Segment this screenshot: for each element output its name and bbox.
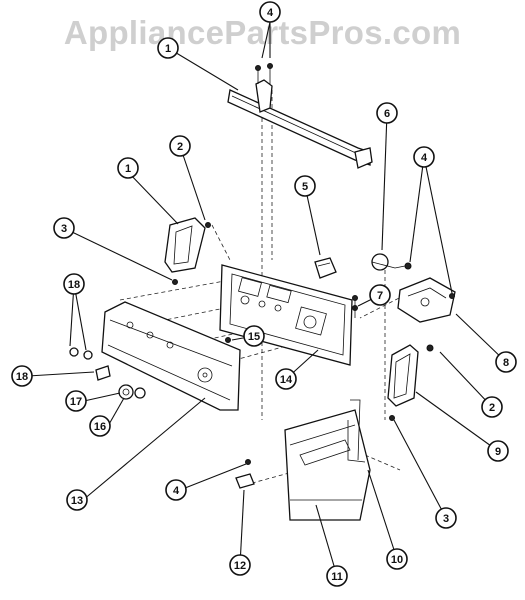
callout-15: 15	[243, 325, 265, 347]
callout-badges: 4 1 2 3 6 5 4 1 18 18 15 7 8 14 2 17 16 …	[11, 1, 517, 587]
bracket	[235, 459, 255, 489]
callout-label: 12	[234, 560, 246, 572]
callout-label: 18	[16, 371, 28, 383]
callout-4-bottom: 4	[165, 479, 187, 501]
front-console-panel	[101, 301, 241, 411]
callout-label: 13	[71, 495, 83, 507]
callout-label: 15	[248, 331, 260, 343]
callout-label: 4	[173, 485, 180, 497]
callout-label: 18	[68, 279, 80, 291]
callout-14: 14	[275, 368, 297, 390]
callout-label: 7	[377, 290, 383, 302]
callout-10: 10	[386, 548, 408, 570]
callout-18-lower: 18	[11, 365, 33, 387]
right-end-cap	[387, 344, 434, 421]
callout-11: 11	[326, 565, 348, 587]
callout-3-bottom: 3	[435, 507, 457, 529]
callout-3-left: 3	[53, 217, 75, 239]
callout-label: 4	[267, 7, 274, 19]
callout-label: 11	[331, 571, 343, 583]
callout-label: 5	[302, 181, 308, 193]
callout-label: 3	[443, 513, 449, 525]
callout-label: 16	[94, 421, 106, 433]
callout-13: 13	[66, 489, 88, 511]
callout-16: 16	[89, 415, 111, 437]
left-end-cap	[164, 217, 211, 285]
callout-label: 17	[70, 396, 82, 408]
callout-2-right: 2	[481, 396, 503, 418]
top-console-cover	[227, 63, 373, 169]
callout-4-top: 4	[259, 1, 281, 23]
callout-18-upper: 18	[63, 273, 85, 295]
callout-4-right: 4	[413, 146, 435, 168]
cabinet-top	[284, 399, 371, 521]
callout-label: 1	[165, 43, 171, 55]
knobs-and-buttons	[69, 337, 231, 400]
rotary-switch	[371, 253, 412, 271]
timer	[352, 277, 456, 323]
callout-6: 6	[376, 102, 398, 124]
callout-8: 8	[495, 351, 517, 373]
callout-1-top: 1	[157, 37, 179, 59]
callout-label: 8	[503, 357, 509, 369]
callout-12: 12	[229, 554, 251, 576]
callout-label: 10	[391, 554, 403, 566]
callout-9: 9	[487, 440, 509, 462]
callout-label: 1	[125, 163, 131, 175]
watermark-text: AppliancePartsPros.com	[63, 14, 462, 51]
callout-label: 4	[421, 152, 428, 164]
callout-label: 9	[495, 446, 501, 458]
selector-switch	[314, 257, 337, 279]
callout-7: 7	[369, 284, 391, 306]
control-panel-back-plate	[219, 264, 353, 366]
callout-2-left: 2	[169, 135, 191, 157]
callout-1-side: 1	[117, 157, 139, 179]
callout-label: 2	[489, 402, 495, 414]
screw	[352, 295, 358, 318]
callout-label: 3	[61, 223, 67, 235]
callout-5: 5	[294, 175, 316, 197]
callout-label: 2	[177, 141, 183, 153]
callout-label: 14	[280, 374, 293, 386]
callout-label: 6	[384, 108, 390, 120]
callout-17: 17	[65, 390, 87, 412]
